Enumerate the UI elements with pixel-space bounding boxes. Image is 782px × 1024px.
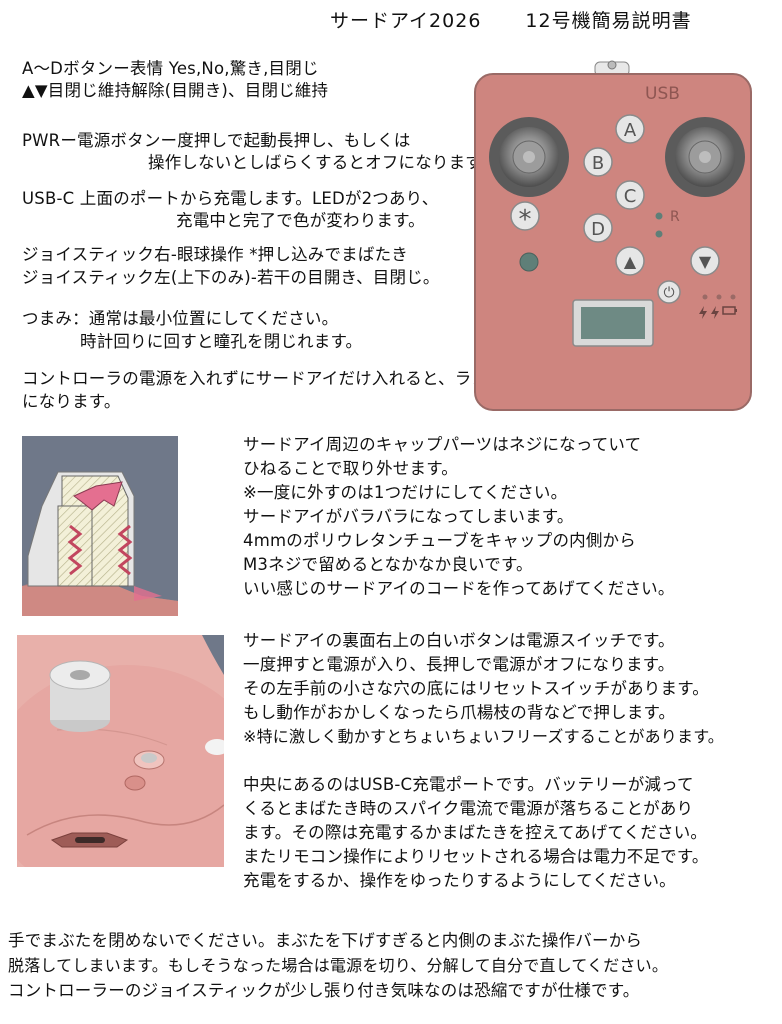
cap-text-7: いい感じのサードアイのコードを作ってあげてください。 — [243, 579, 675, 598]
footer-text-2: 脱落してしまいます。もしそうなった場合は電源を切り、分解して自分で直してください… — [8, 956, 669, 975]
page-title: サードアイ2026 12号機簡易説明書 — [330, 10, 692, 32]
knob-line-2: 時計回りに回すと瞳孔を閉じれます。 — [80, 332, 363, 351]
usb-text-2: くるとまばたき時のスパイク電流で電源が落ちることがあり — [243, 799, 694, 818]
button-d[interactable]: D — [583, 213, 613, 243]
back-text-5: ※特に激しく動かすとちょいちょいフリーズすることがあります。 — [243, 727, 725, 746]
usb-text-4: またリモコン操作によりリセットされる場合は電力不足です。 — [243, 847, 709, 866]
display-screen — [572, 299, 654, 347]
usb-text-1: 中央にあるのはUSB-C充電ポートです。バッテリーが減って — [243, 775, 694, 794]
controller-illustration: USB A B C D — [473, 52, 753, 412]
back-text-4: もし動作がおかしくなったら爪楊枝の背などで押します。 — [243, 703, 676, 722]
power-button-line-2: 操作しないとしばらくするとオフになります。 — [148, 153, 498, 172]
status-led-icons — [699, 294, 737, 319]
footer-text-1: 手でまぶたを閉めないでください。まぶたを下げすぎると内側のまぶた操作バーから — [8, 931, 643, 950]
button-a[interactable]: A — [615, 114, 645, 144]
cap-text-1: サードアイ周辺のキャップパーツはネジになっていて — [243, 435, 642, 454]
back-text-2: 一度押すと電源が入り、長押しで電源がオフになります。 — [243, 655, 675, 674]
power-icon: ⏻ — [663, 285, 674, 301]
back-text-1: サードアイの裏面右上の白いボタンは電源スイッチです。 — [243, 631, 675, 650]
usb-text-5: 充電をするか、操作をゆったりするようにしてください。 — [243, 871, 676, 890]
button-down-label: ▼ — [699, 252, 712, 271]
power-button[interactable]: ⏻ — [657, 280, 681, 304]
arrow-buttons-line: ▲▼目閉じ維持解除(目開き)、目閉じ維持 — [22, 81, 329, 100]
cap-text-6: M3ネジで留めるとなかなか良いです。 — [243, 555, 533, 574]
button-a-label: A — [624, 120, 637, 141]
footer-text-3: コントローラーのジョイスティックが少し張り付き気味なのは恐縮ですが仕様です。 — [8, 981, 640, 1000]
back-text-3: その左手前の小さな穴の底にはリセットスイッチがあります。 — [243, 679, 709, 698]
button-b[interactable]: B — [583, 147, 613, 177]
cap-text-3: ※一度に外すのは1つだけにしてください。 — [243, 483, 568, 502]
random-mode-line-2: になります。 — [22, 392, 121, 411]
led-lower — [655, 230, 663, 238]
usb-charge-line-2: 充電中と完了で色が変わります。 — [176, 211, 425, 230]
knob[interactable] — [519, 252, 539, 272]
right-joystick[interactable] — [665, 117, 745, 197]
button-up-label: ▲ — [624, 252, 637, 271]
button-c-label: C — [624, 186, 637, 207]
product-name: サードアイ2026 — [330, 10, 482, 32]
knob-line-1: つまみ：通常は最小位置にしてください。 — [22, 309, 339, 328]
usb-label: USB — [645, 84, 680, 104]
button-up[interactable]: ▲ — [615, 246, 645, 276]
button-star-label: * — [519, 205, 532, 235]
button-d-label: D — [591, 219, 605, 240]
button-b-label: B — [592, 153, 604, 174]
left-joystick[interactable] — [489, 117, 569, 197]
joystick-left-line: ジョイスティック左(上下のみ)-若干の目開き、目閉じ。 — [22, 268, 440, 287]
power-button-line-1: PWRー電源ボタンー度押しで起動長押し、もしくは — [22, 131, 411, 150]
random-mode-line-1: コントローラの電源を入れずにサードアイだけ入れると、ランダム動作 — [22, 369, 555, 388]
cap-text-4: サードアイがバラバラになってしまいます。 — [243, 507, 574, 526]
usb-text-3: ます。その際は充電するかまばたきを控えてあげてください。 — [243, 823, 708, 842]
led-upper — [655, 212, 663, 220]
back-side-image — [17, 635, 224, 867]
cap-text-2: ひねることで取り外せます。 — [243, 459, 458, 478]
led-label: R — [670, 209, 680, 225]
document-subtitle: 12号機簡易説明書 — [525, 10, 692, 32]
usb-charge-line-1: USB-C 上面のポートから充電します。LEDが2つあり、 — [22, 189, 439, 208]
button-down[interactable]: ▼ — [690, 246, 720, 276]
cap-text-5: 4mmのポリウレタンチューブをキャップの内側から — [243, 531, 636, 550]
joystick-right-line: ジョイスティック右-眼球操作 *押し込みでまばたき — [22, 245, 408, 264]
cap-cross-section-image — [22, 436, 178, 616]
buttons-expression-line: A～Dボタンー表情 Yes,No,驚き,目閉じ — [22, 59, 319, 78]
button-c[interactable]: C — [615, 180, 645, 210]
button-star[interactable]: * — [510, 201, 540, 235]
